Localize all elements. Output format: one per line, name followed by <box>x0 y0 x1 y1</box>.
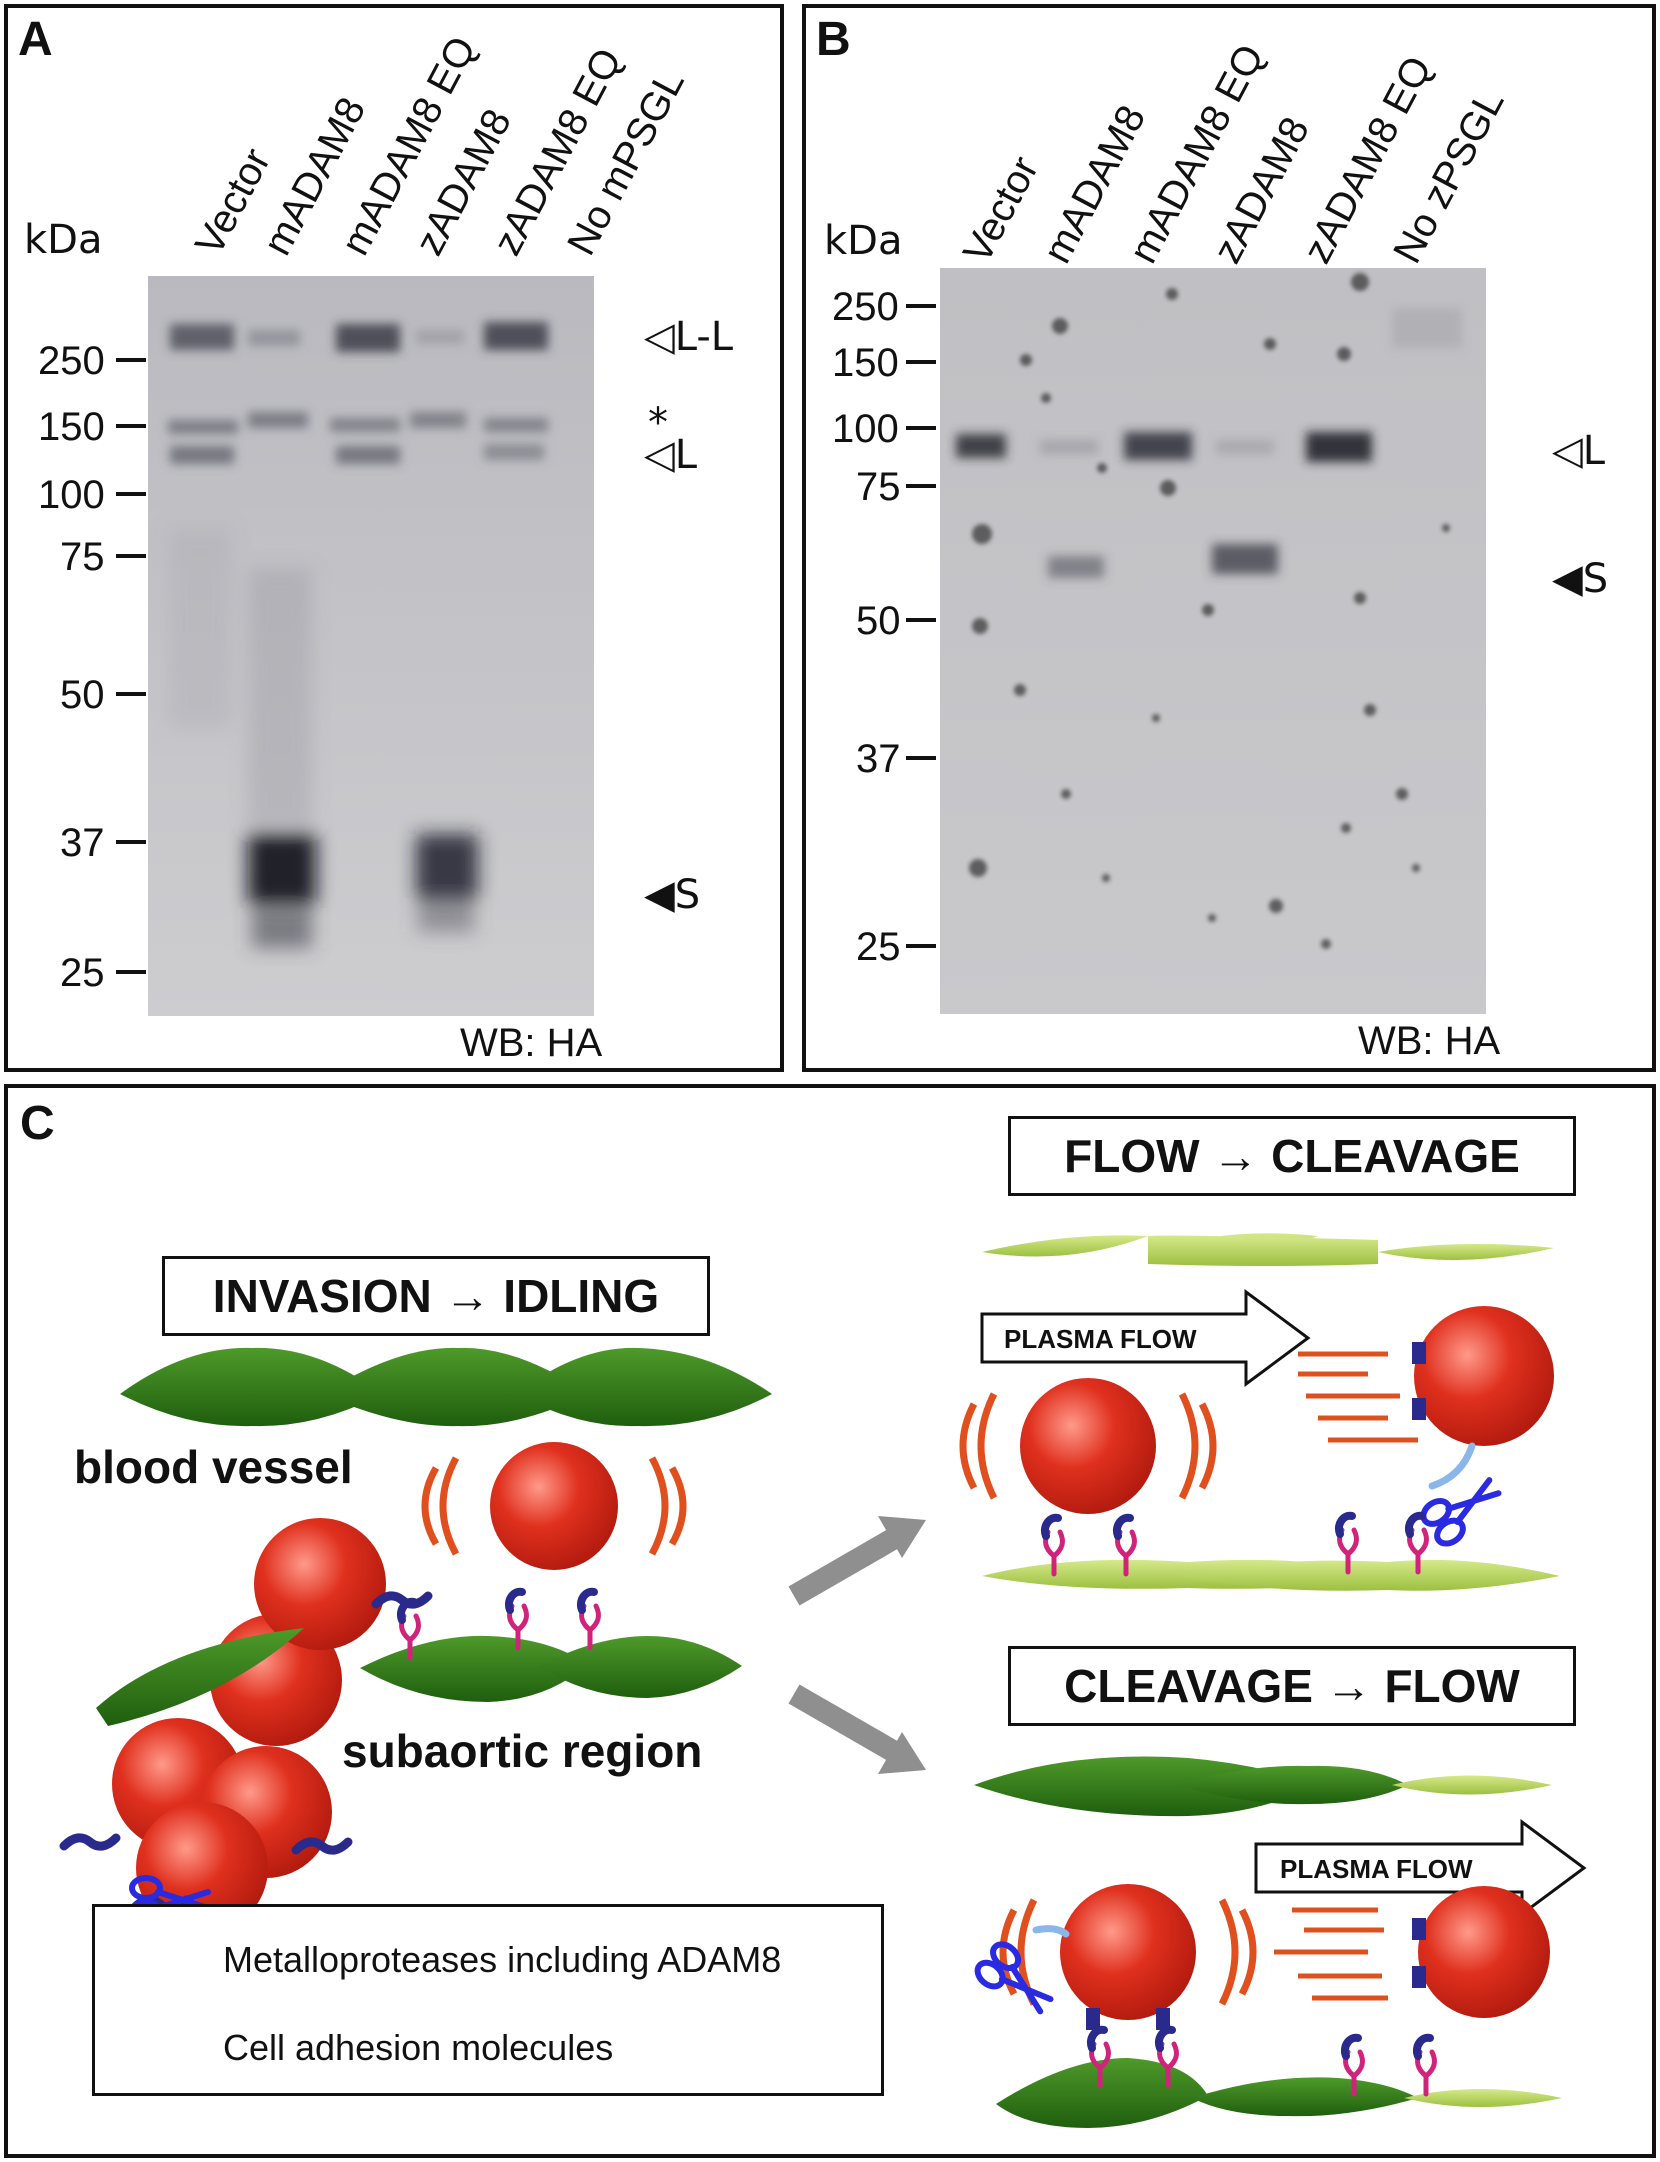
mw-75: 75 <box>60 535 105 579</box>
plasma-flow-arrow-top: PLASMA FLOW <box>980 1289 1311 1387</box>
blot-label-b: WB: HA <box>1358 1019 1501 1063</box>
plasma-flow-arrow-bottom: PLASMA FLOW <box>1254 1819 1587 1917</box>
band-marker-star: * <box>648 400 668 446</box>
subaortic-vessel <box>360 1635 742 1702</box>
mw-37: 37 <box>60 821 105 865</box>
gel-area-b <box>940 268 1486 1014</box>
band-marker-ll: ◁L-L <box>644 314 734 360</box>
mw-75-b: 75 <box>856 465 901 509</box>
western-blot-b: kDa Vector mADAM8 mADAM8 EQ zADAM8 zADAM… <box>824 38 1608 1063</box>
plasma-flow-label-bottom: PLASMA FLOW <box>1280 1854 1473 1884</box>
band-marker-s: ◀S <box>644 872 700 918</box>
gray-arrows <box>788 1516 926 1774</box>
mw-25: 25 <box>60 951 105 995</box>
schematic-diagram: PLASMA FLOW <box>59 1233 1587 2128</box>
subaortic-region-label: subaortic region <box>342 1725 703 1777</box>
mw-250: 250 <box>38 339 105 383</box>
blood-vessel-label: blood vessel <box>74 1441 353 1493</box>
mw-37-b: 37 <box>856 737 901 781</box>
mw-150: 150 <box>38 405 105 449</box>
panel-b-label: B <box>816 13 851 66</box>
mw-markers-a: 250 150 100 75 50 37 25 <box>38 339 146 995</box>
left-vessel <box>120 1347 772 1427</box>
bands-b <box>956 308 1462 578</box>
kda-label-b: kDa <box>824 218 902 264</box>
legend-adhesion-text: Cell adhesion molecules <box>223 2027 614 2068</box>
plasma-flow-label-top: PLASMA FLOW <box>1004 1324 1197 1354</box>
blot-specks-b <box>969 273 1450 949</box>
mw-250-b: 250 <box>832 285 899 329</box>
mw-markers-b: 250 150 100 75 50 37 25 <box>832 285 936 969</box>
mw-50-b: 50 <box>856 599 901 643</box>
legend-box: Metalloproteases including ADAM8 Cell ad… <box>92 1904 884 2096</box>
mw-50: 50 <box>60 673 105 717</box>
panel-c: C <box>4 1084 1656 2158</box>
cleavage-flow-title: CLEAVAGE → FLOW <box>1008 1646 1576 1726</box>
band-marker-l-b: ◁L <box>1552 428 1606 474</box>
cell-cluster <box>59 1518 433 1934</box>
panel-a: A kDa Vector mADAM8 mADAM8 EQ zADAM8 zAD… <box>4 4 784 1072</box>
mw-150-b: 150 <box>832 341 899 385</box>
blot-label-a: WB: HA <box>460 1021 603 1065</box>
mw-100-b: 100 <box>832 407 899 451</box>
legend-scissors-text: Metalloproteases including ADAM8 <box>223 1939 782 1980</box>
lane-label-vector-b: Vector <box>955 149 1047 270</box>
panel-c-label: C <box>20 1097 55 1150</box>
invasion-idling-title: INVASION → IDLING <box>162 1256 710 1336</box>
cleavage-flow-scene: PLASMA FLOW <box>973 1756 1587 2128</box>
western-blot-a: kDa Vector mADAM8 mADAM8 EQ zADAM8 zADAM… <box>24 30 734 1065</box>
mw-25-b: 25 <box>856 925 901 969</box>
mw-100: 100 <box>38 473 105 517</box>
flow-cleavage-title: FLOW → CLEAVAGE <box>1008 1116 1576 1196</box>
panel-a-label: A <box>18 13 53 66</box>
idling-cell <box>421 1442 687 1648</box>
bands-a <box>168 322 548 464</box>
band-marker-l: ◁L <box>644 432 698 478</box>
panel-b: B kDa Vector mADAM8 mADAM8 EQ zADAM8 zAD… <box>802 4 1656 1072</box>
flow-cleavage-scene: PLASMA FLOW <box>959 1233 1560 1591</box>
band-marker-s-b: ◀S <box>1552 556 1608 602</box>
kda-label-a: kDa <box>24 217 102 263</box>
